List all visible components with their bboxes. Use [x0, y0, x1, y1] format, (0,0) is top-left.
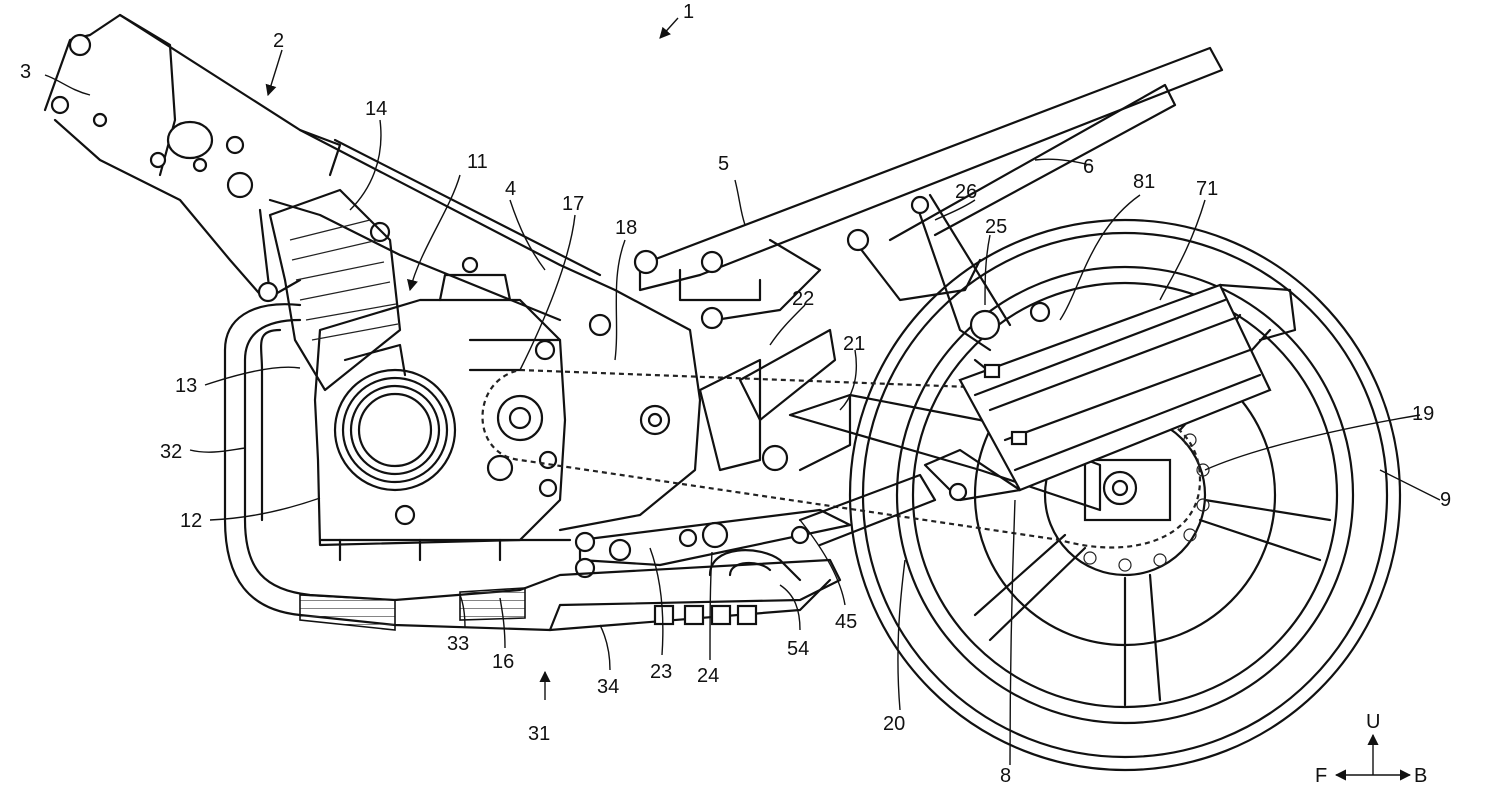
direction-front-label: F: [1315, 765, 1327, 786]
reference-numerals: 1 2 3 4 5 6 8 9 11 12 13 14 16 17 18 19 …: [20, 1, 1451, 786]
label-3: 3: [20, 61, 31, 83]
label-81: 81: [1133, 171, 1155, 193]
label-23: 23: [650, 661, 672, 683]
label-71: 71: [1196, 178, 1218, 200]
label-11: 11: [467, 151, 488, 173]
exhaust-pipe: [223, 303, 937, 632]
label-17: 17: [562, 193, 584, 215]
direction-back-label: B: [1414, 765, 1427, 786]
label-4: 4: [505, 178, 516, 200]
label-20: 20: [883, 713, 905, 735]
label-16: 16: [492, 651, 514, 673]
label-5: 5: [718, 153, 729, 175]
step-bracket: [574, 328, 852, 579]
muffler: [923, 283, 1297, 502]
label-9: 9: [1440, 489, 1451, 511]
label-14: 14: [365, 98, 387, 120]
label-26: 26: [955, 181, 977, 203]
leader-lines: [44, 17, 1441, 766]
label-34: 34: [597, 676, 619, 698]
direction-indicator: U F B: [1315, 711, 1427, 786]
intake-duct: [268, 188, 407, 392]
main-frame: [43, 13, 702, 532]
label-12: 12: [180, 510, 202, 532]
label-33: 33: [447, 633, 469, 655]
label-31: 31: [528, 723, 550, 745]
sprocket-holes: [1083, 433, 1210, 572]
engine: [313, 273, 572, 562]
label-18: 18: [615, 217, 637, 239]
label-45: 45: [835, 611, 857, 633]
label-54: 54: [787, 638, 809, 660]
label-8: 8: [1000, 765, 1011, 786]
label-2: 2: [273, 30, 284, 52]
label-21: 21: [843, 333, 865, 355]
label-32: 32: [160, 441, 182, 463]
direction-up-label: U: [1366, 711, 1380, 733]
label-22: 22: [792, 288, 814, 310]
label-19: 19: [1412, 403, 1434, 425]
label-13: 13: [175, 375, 197, 397]
seat-rail: [633, 46, 1224, 352]
label-1: 1: [683, 1, 694, 23]
label-6: 6: [1083, 156, 1094, 178]
label-25: 25: [985, 216, 1007, 238]
label-24: 24: [697, 665, 719, 687]
